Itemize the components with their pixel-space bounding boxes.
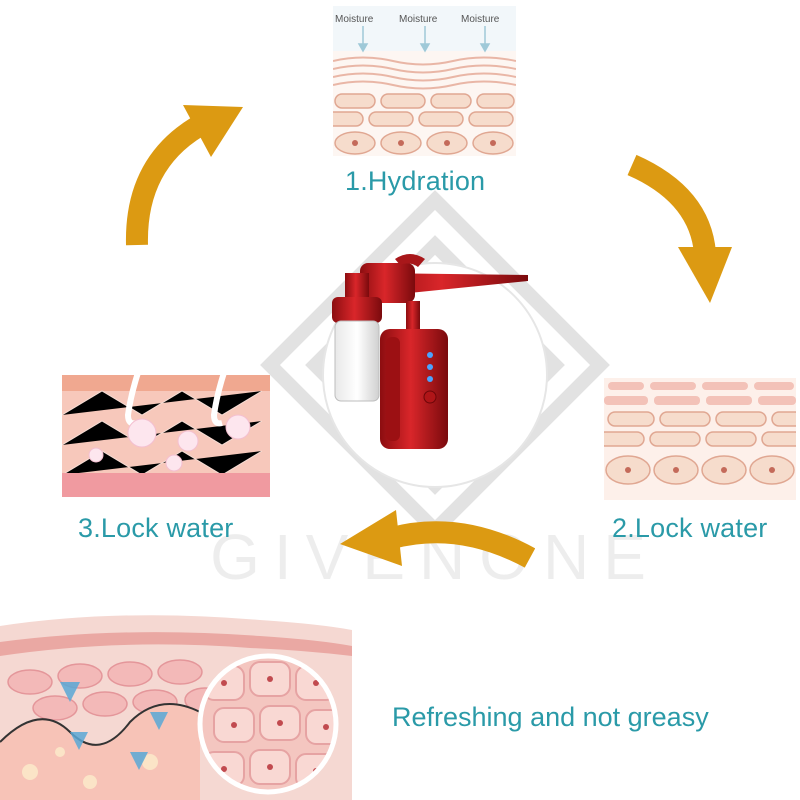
- skin-cross-section: [0, 615, 352, 800]
- moisture-label: Moisture: [399, 14, 438, 25]
- step-2-label: 2.Lock water: [612, 513, 768, 543]
- step-1-label: 1.Hydration: [345, 166, 486, 196]
- lock-water-skin-right: [604, 378, 796, 500]
- lock-water-skin-left: [62, 345, 270, 497]
- curved-arrow-icon: [627, 154, 732, 303]
- hydration-skin-panel: Moisture Moisture Moisture: [322, 6, 517, 156]
- airbrush-sprayer-device: [332, 254, 528, 449]
- step-3-label: 3.Lock water: [78, 513, 234, 543]
- tagline-text: Refreshing and not greasy: [392, 702, 709, 732]
- curved-arrow-icon: [125, 105, 243, 246]
- curved-arrow-icon: [340, 510, 535, 568]
- moisture-label: Moisture: [461, 14, 500, 25]
- hydration-skin-illustration: [322, 6, 517, 156]
- moisture-label: Moisture: [335, 14, 374, 25]
